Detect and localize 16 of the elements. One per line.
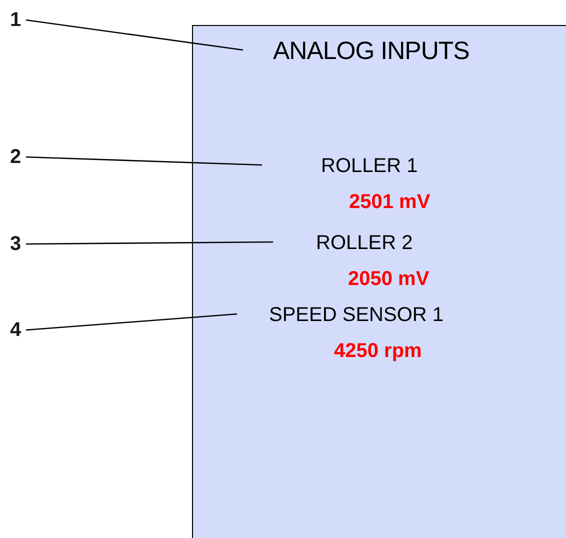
input-name: ROLLER 1 <box>321 155 418 177</box>
input-value: 2501 mV <box>349 191 430 213</box>
leader-line <box>26 156 262 166</box>
input-value: 4250 rpm <box>334 340 422 362</box>
leader-line <box>26 19 244 51</box>
leader-line <box>26 241 273 245</box>
callout-number: 2 <box>10 143 22 171</box>
callout-number: 4 <box>10 316 22 344</box>
callout-number: 1 <box>10 6 22 34</box>
leader-line <box>26 313 238 331</box>
input-name: ROLLER 2 <box>316 232 413 254</box>
input-name: SPEED SENSOR 1 <box>269 304 444 326</box>
input-value: 2050 mV <box>348 268 430 290</box>
panel-background <box>192 25 566 538</box>
section-heading: ANALOG INPUTS <box>273 37 470 65</box>
callout-number: 3 <box>10 230 22 258</box>
